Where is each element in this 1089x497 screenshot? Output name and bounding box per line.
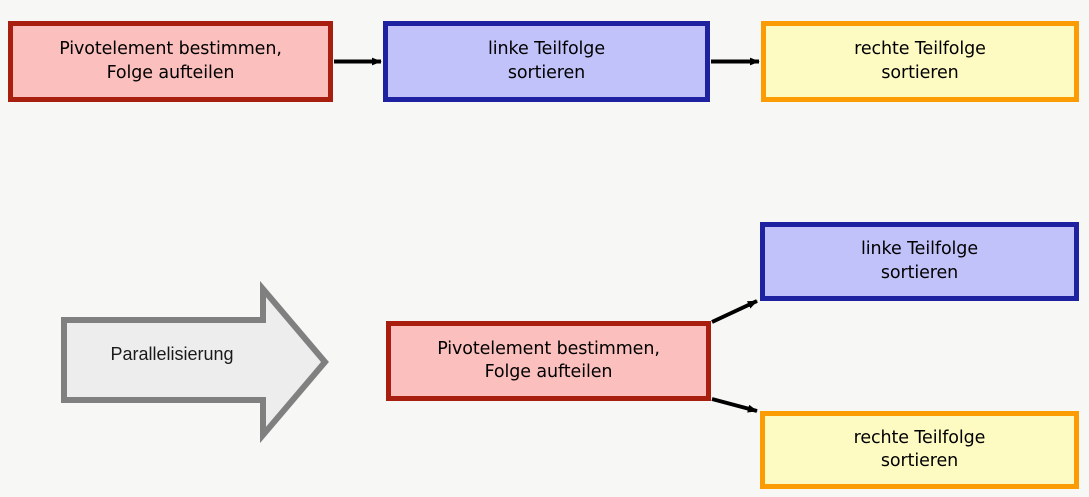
node-sequential-right-sublist[interactable]: rechte Teilfolge sortieren (761, 21, 1079, 102)
node-parallel-right-sublist[interactable]: rechte Teilfolge sortieren (760, 411, 1079, 489)
node-parallel-left-sublist[interactable]: linke Teilfolge sortieren (760, 222, 1079, 301)
node-sequential-pivot[interactable]: Pivotelement bestimmen, Folge aufteilen (8, 21, 333, 102)
parallelisierung-label: Parallelisierung (110, 344, 234, 364)
node-sequential-left-sublist[interactable]: linke Teilfolge sortieren (383, 21, 710, 102)
edge-bot-pivot-to-left (711, 299, 758, 324)
node-parallel-pivot[interactable]: Pivotelement bestimmen, Folge aufteilen (386, 321, 711, 401)
edge-bot-pivot-to-right (711, 397, 758, 413)
